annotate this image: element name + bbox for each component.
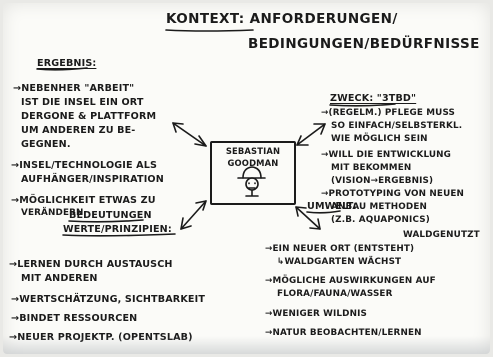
insel-line-1: →Insel/Technologie als [11,160,158,171]
zweck-item-4: →Will die Entwicklung [321,150,452,160]
zweck-item-8: Anbau Methoden [331,202,427,212]
zweck-item-2: so einfach/selbsterkl. [331,121,463,131]
umwelt-item-3: →Mögliche Auswirkungen auf [265,276,436,286]
umwelt-item-6: →Natur beobachten/lernen [265,328,422,338]
umwelt-heading: Umwelt: [307,201,357,212]
zweck-item-1: →(Regelm.) Pflege muss [321,108,456,118]
umwelt-item-1: →Ein neuer Ort (entsteht) [265,244,415,254]
ergebnis-line-5: gegnen. [21,139,71,150]
zweck-heading: Zweck: "3TBD" [330,93,417,104]
title-underline [165,29,254,32]
person-last-name: Goodman [227,158,279,168]
insel-line-2: Aufhänger/Inspiration [21,174,164,185]
ergebnis-line-3: Dergone & Plattform [21,111,157,122]
umwelt-item-4: Flora/Fauna/Wasser [277,289,393,299]
title-line-1: Kontext: Anforderungen/ [166,11,398,27]
zweck-underline [329,103,396,107]
werte-item-5: →Neuer Projektp. (Opentslab) [9,332,193,343]
ergebnis-heading: Ergebnis: [37,58,97,69]
umwelt-item-2: ↳Waldgarten wächst [277,257,402,267]
ergebnis-line-2: ist die Insel ein Ort [21,97,144,108]
zweck-item-5: mit bekommen [331,163,412,173]
title-line-2: Bedingungen/Bedürfnisse [248,36,480,52]
werte-item-4: →Bindet Ressourcen [11,313,138,324]
ergebnis-underline [36,67,88,71]
person-first-name: Sebastian [225,146,281,156]
ergebnis-line-4: um anderen zu Be- [21,125,136,136]
waldgenutzt-note: Waldgenutzt [403,230,480,240]
werte-item-3: →Wertschätzung, Sichtbarkeit [11,294,206,305]
flipchart-sheet: Kontext: Anforderungen/ Bedingungen/Bedü… [3,3,490,354]
werte-heading: Werte/Prinzipien: [63,224,172,235]
moeglichkeit-line-2: verändern [21,208,84,218]
arrow-to-zweck [296,123,326,146]
center-person-box: Sebastian Goodman [210,141,296,205]
arrow-to-ergebnis [172,122,207,147]
werte-underline [62,233,176,237]
drawn-strokes [36,29,396,237]
zweck-item-6: (Vision→Ergebnis) [331,176,434,186]
arrow-to-werte [180,200,207,230]
bedeutungen-heading: Bedeutungen [69,210,152,221]
arrow-to-umwelt [295,206,321,230]
werte-item-1: →Lernen durch Austausch [9,259,173,270]
werte-item-2: mit Anderen [21,273,98,284]
umwelt-underline [306,210,341,214]
zweck-item-3: wie möglich sein [331,134,428,144]
umwelt-item-5: →Weniger Wildnis [265,309,368,319]
zweck-item-7: →Prototyping von neuen [321,189,465,199]
smiley-sketch [237,166,266,197]
bedeutungen-underline [68,219,144,223]
moeglichkeit-line-1: →Möglichkeit etwas zu [11,195,156,206]
zweck-item-9: (z.B. Aquaponics) [331,215,430,225]
ergebnis-line-1: →Nebenher "Arbeit" [13,83,135,94]
